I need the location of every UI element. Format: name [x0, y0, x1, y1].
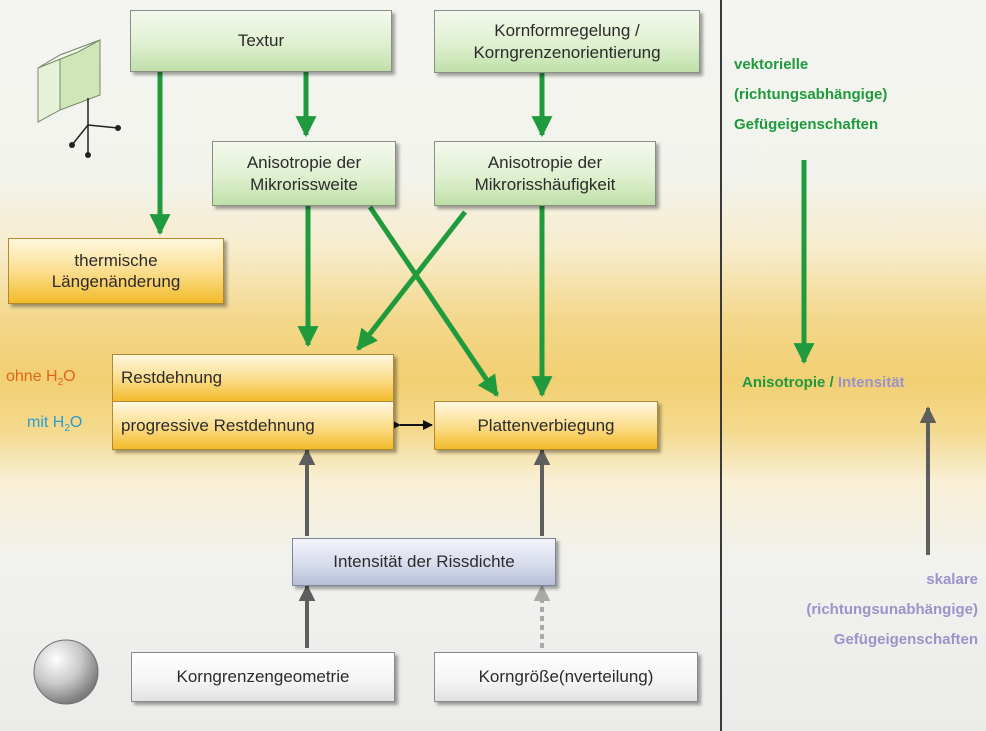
label-mit-h2o: mit H2O: [27, 414, 82, 434]
label-ohne-suffix: O: [63, 368, 76, 385]
right-intensitaet: Intensität: [837, 374, 905, 391]
box-thermisch-line2: Längenänderung: [51, 272, 181, 291]
box-textur-label: Textur: [237, 31, 285, 51]
right-panel-skalare: skalare (richtungsunabhängige) Gefügeige…: [806, 565, 978, 655]
right-richtungsunabhaengige: (richtungsunabhängige): [806, 601, 978, 618]
box-aniso-haeuf-line1: Anisotropie der: [487, 153, 603, 173]
box-restdehnung-group: Restdehnung progressive Restdehnung: [112, 354, 394, 450]
label-ohne-h2o: ohne H2O: [6, 368, 76, 388]
right-slash: /: [825, 374, 838, 391]
arrow-haeuf-to-restdehnung: [356, 210, 467, 351]
box-plattenverbiegung: Plattenverbiegung: [434, 401, 658, 450]
label-ohne-prefix: ohne H: [6, 368, 58, 385]
right-gefuege-bottom: Gefügeigenschaften: [833, 631, 978, 648]
box-anisotropie-mikrorissweite: Anisotropie der Mikrorissweite: [212, 141, 396, 206]
box-korngrenzen-label: Korngrenzengeometrie: [176, 667, 350, 687]
label-ohne-sub: 2: [57, 377, 64, 389]
box-intensitaet-rissdichte: Intensität der Rissdichte: [292, 538, 556, 586]
box-korngrenzengeometrie: Korngrenzengeometrie: [131, 652, 395, 702]
label-mit-sub: 2: [64, 423, 70, 435]
cube-icon: [37, 39, 121, 158]
box-intensitaet-label: Intensität der Rissdichte: [333, 552, 515, 572]
box-aniso-haeuf-line2: Mikrorisshäufigkeit: [474, 174, 616, 194]
right-panel-anisotropie-intensitaet: Anisotropie / Intensität: [742, 368, 905, 398]
box-progressive-restdehnung: progressive Restdehnung: [113, 402, 393, 449]
label-mit-suffix: O: [69, 414, 83, 431]
box-aniso-weite-line2: Mikrorissweite: [250, 174, 358, 194]
label-mit-prefix: mit H: [27, 414, 65, 431]
box-textur: Textur: [130, 10, 392, 72]
box-thermische-laengenaenderung: thermische Längenänderung: [8, 238, 224, 304]
box-platten-label: Plattenverbiegung: [477, 415, 615, 435]
vertical-divider: [720, 0, 722, 731]
box-thermisch-line1: thermische: [74, 250, 158, 270]
sphere-icon: [33, 639, 99, 705]
arrow-weite-to-platten: [367, 205, 500, 397]
box-korngroesse: Korngröße(nverteilung): [434, 652, 698, 702]
box-restdehnung-label: Restdehnung: [121, 368, 223, 387]
box-kornform-line2: Korngrenzenorientierung: [473, 42, 661, 62]
box-restdehnung: Restdehnung: [113, 355, 393, 402]
right-richtungsabhaengige: (richtungsabhängige): [734, 86, 888, 103]
right-vektorielle: vektorielle: [734, 56, 809, 73]
box-kornform-line1: Kornformregelung /: [494, 21, 640, 41]
box-kornformregelung: Kornformregelung / Korngrenzenorientieru…: [434, 10, 700, 73]
right-anisotropie: Anisotropie: [742, 374, 826, 391]
right-skalare: skalare: [926, 571, 978, 588]
box-progressive-label: progressive Restdehnung: [121, 415, 315, 435]
right-panel-vektorielle: vektorielle (richtungsabhängige) Gefügei…: [734, 50, 887, 140]
box-anisotropie-mikrorisshaeufigkeit: Anisotropie der Mikrorisshäufigkeit: [434, 141, 656, 206]
right-gefuege-top: Gefügeigenschaften: [734, 116, 879, 133]
box-korngroesse-label: Korngröße(nverteilung): [478, 667, 654, 687]
box-aniso-weite-line1: Anisotropie der: [246, 153, 362, 173]
